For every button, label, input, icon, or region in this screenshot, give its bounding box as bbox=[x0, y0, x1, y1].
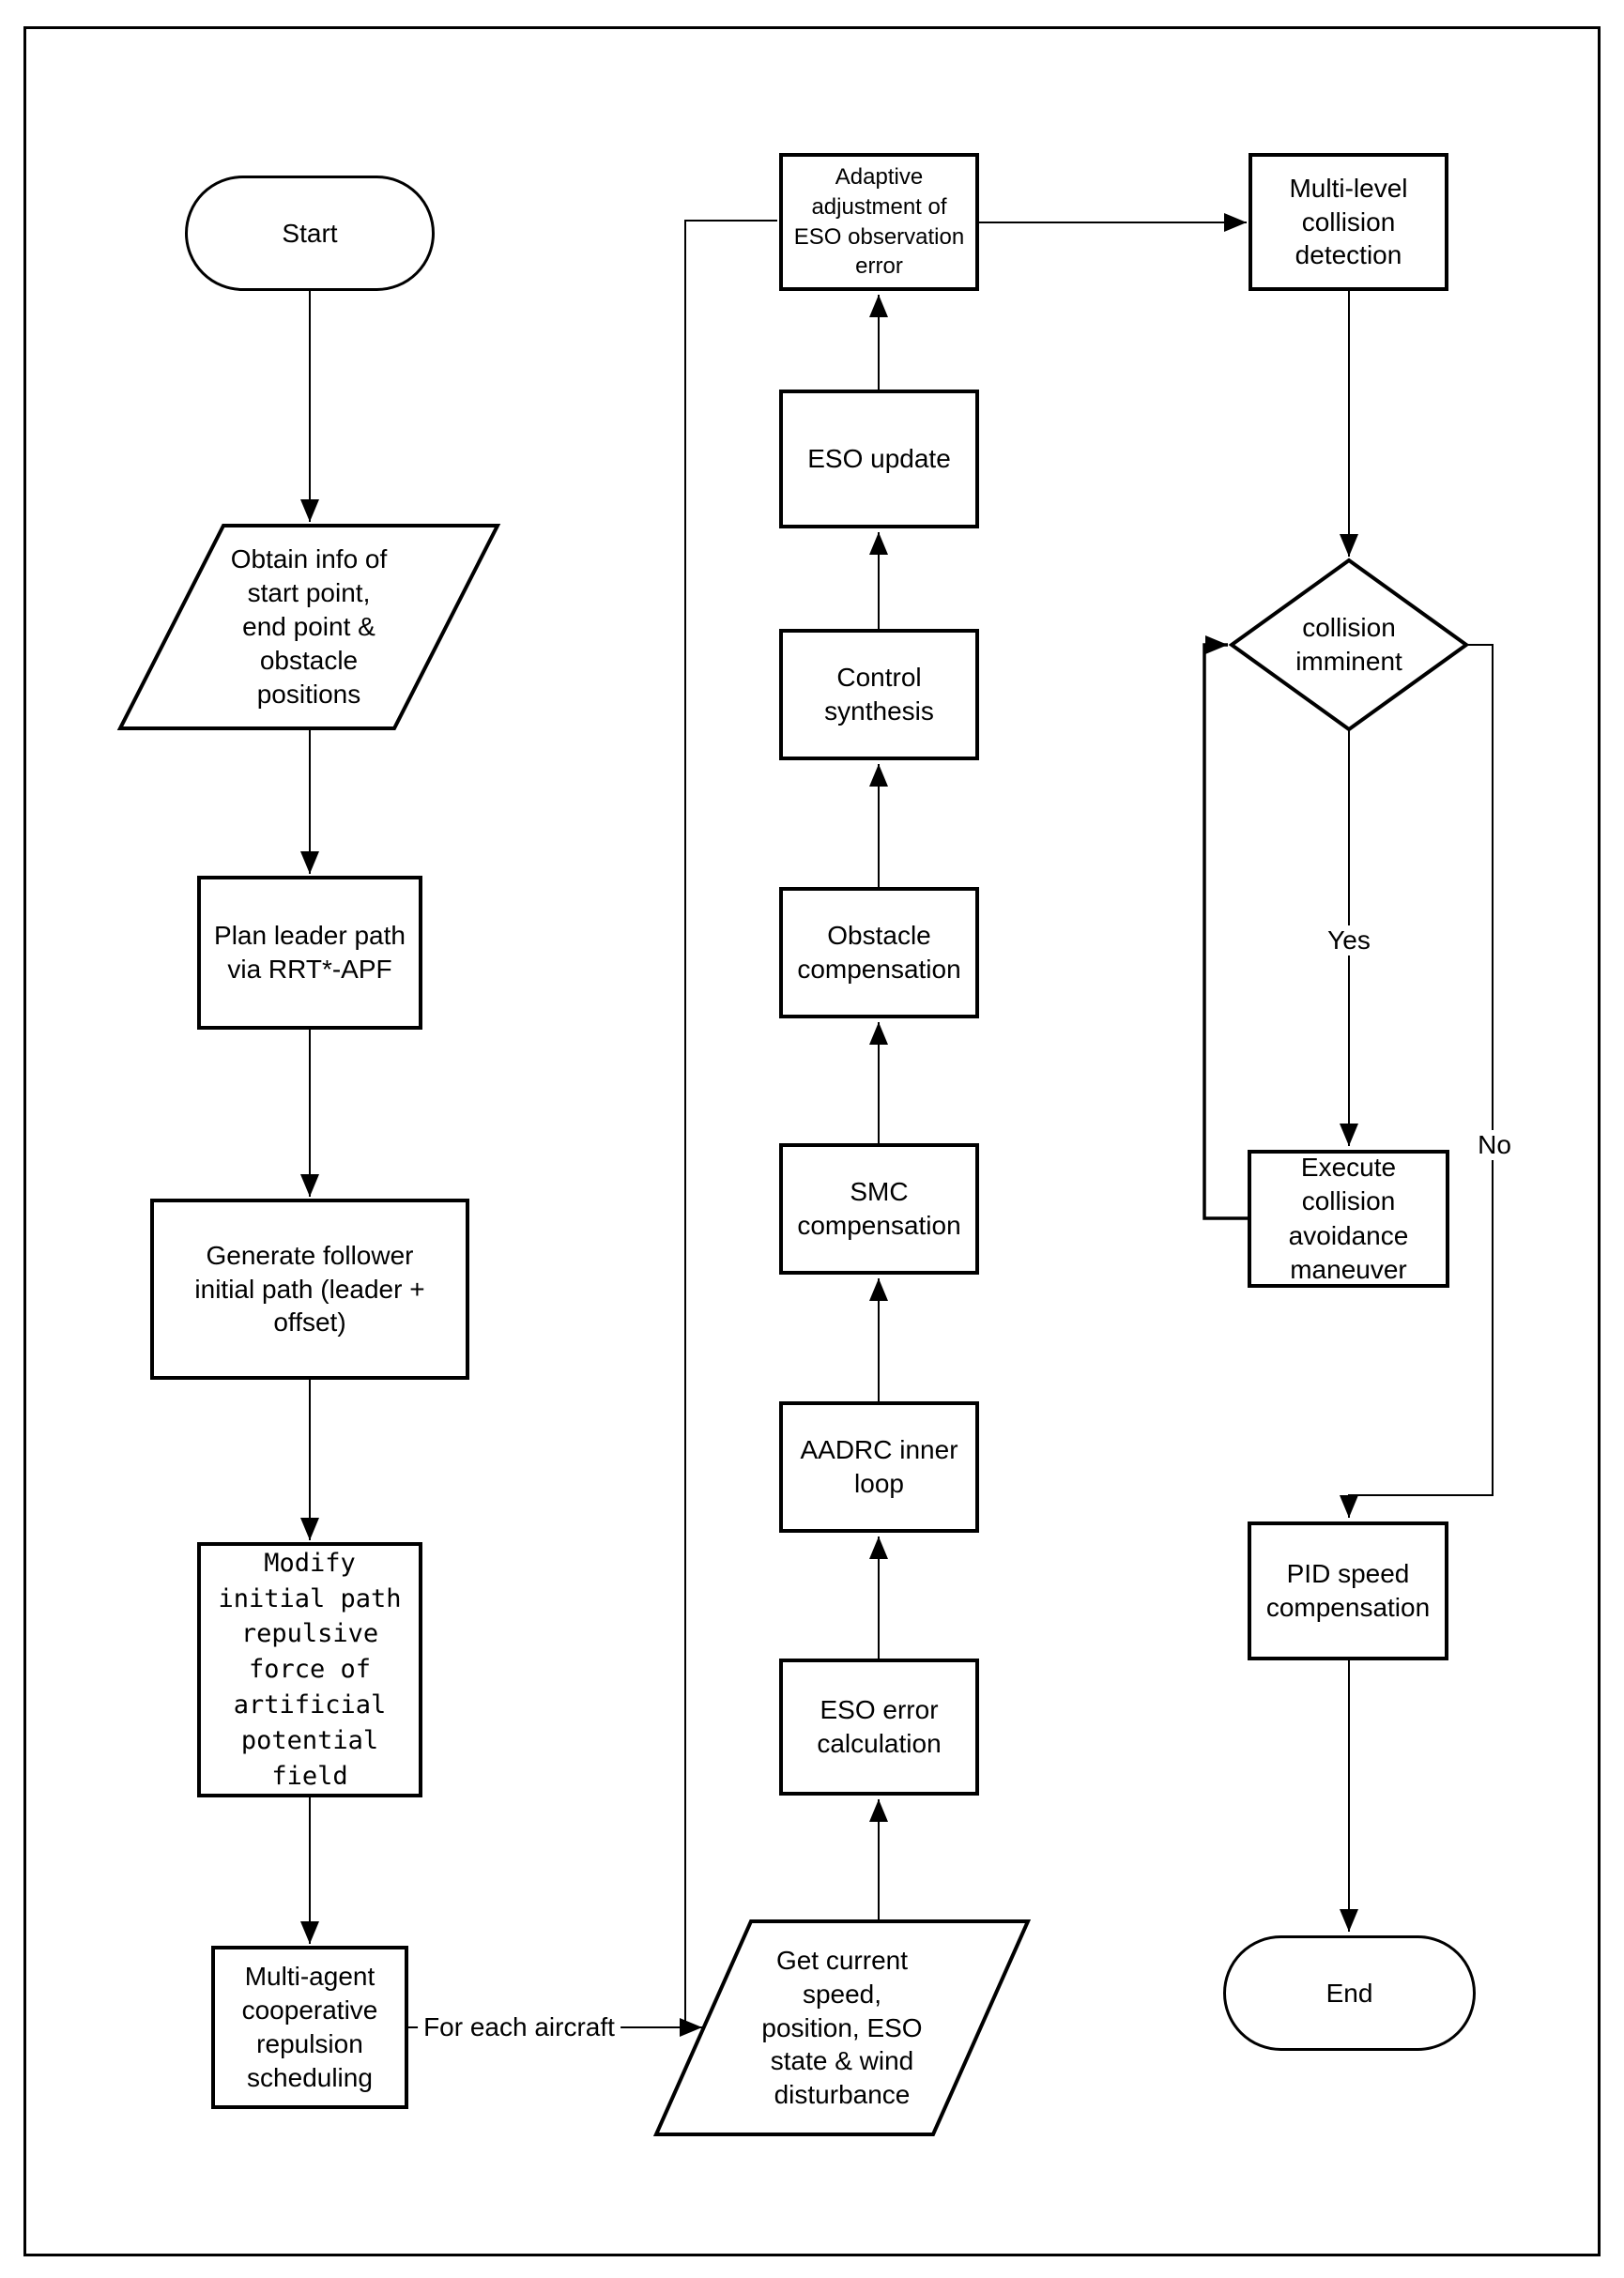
edge-label-no: No bbox=[1472, 1130, 1517, 1160]
connector-decision-no-to-pid bbox=[1340, 644, 1494, 1518]
node-smc-compensation: SMC compensation bbox=[779, 1143, 979, 1275]
node-plan-leader-path: Plan leader path via RRT*-APF bbox=[197, 876, 422, 1030]
node-end: End bbox=[1223, 1935, 1476, 2051]
node-eso-error-calculation: ESO error calculation bbox=[779, 1659, 979, 1796]
node-aadrc-inner-loop: AADRC inner loop bbox=[779, 1401, 979, 1533]
node-obstacle-compensation: Obstacle compensation bbox=[779, 887, 979, 1018]
io-shape-obtain-info bbox=[116, 524, 501, 730]
edge-label-for-each-aircraft: For each aircraft bbox=[418, 2012, 620, 2042]
edge-label-yes: Yes bbox=[1322, 925, 1376, 956]
connector-loop-spine-to-adaptive bbox=[684, 220, 777, 2027]
node-multi-agent-scheduling: Multi-agent cooperative repulsion schedu… bbox=[211, 1946, 408, 2109]
decision-collision-imminent: collision imminent bbox=[1295, 613, 1402, 676]
node-pid-speed-compensation: PID speed compensation bbox=[1248, 1521, 1448, 1660]
node-adaptive-adjustment: Adaptive adjustment of ESO observation e… bbox=[779, 153, 979, 291]
io-shape-get-current-state bbox=[652, 1919, 1032, 2136]
node-control-synthesis: Control synthesis bbox=[779, 629, 979, 760]
node-get-current-state: Get current speed, position, ESO state &… bbox=[761, 1945, 923, 2110]
node-multi-level-collision-detection: Multi-level collision detection bbox=[1249, 153, 1448, 291]
node-eso-update: ESO update bbox=[779, 390, 979, 528]
node-obtain-info: Obtain info of start point, end point & … bbox=[230, 544, 388, 709]
node-generate-follower-path: Generate follower initial path (leader +… bbox=[150, 1199, 469, 1380]
node-modify-initial-path: Modify initial path repulsive force of a… bbox=[197, 1542, 422, 1797]
connector-execute-loopback-to-decision bbox=[1203, 635, 1248, 1220]
node-start: Start bbox=[185, 176, 435, 291]
node-execute-collision-avoidance: Execute collision avoidance maneuver bbox=[1248, 1150, 1449, 1288]
figure-frame bbox=[23, 26, 1601, 2256]
